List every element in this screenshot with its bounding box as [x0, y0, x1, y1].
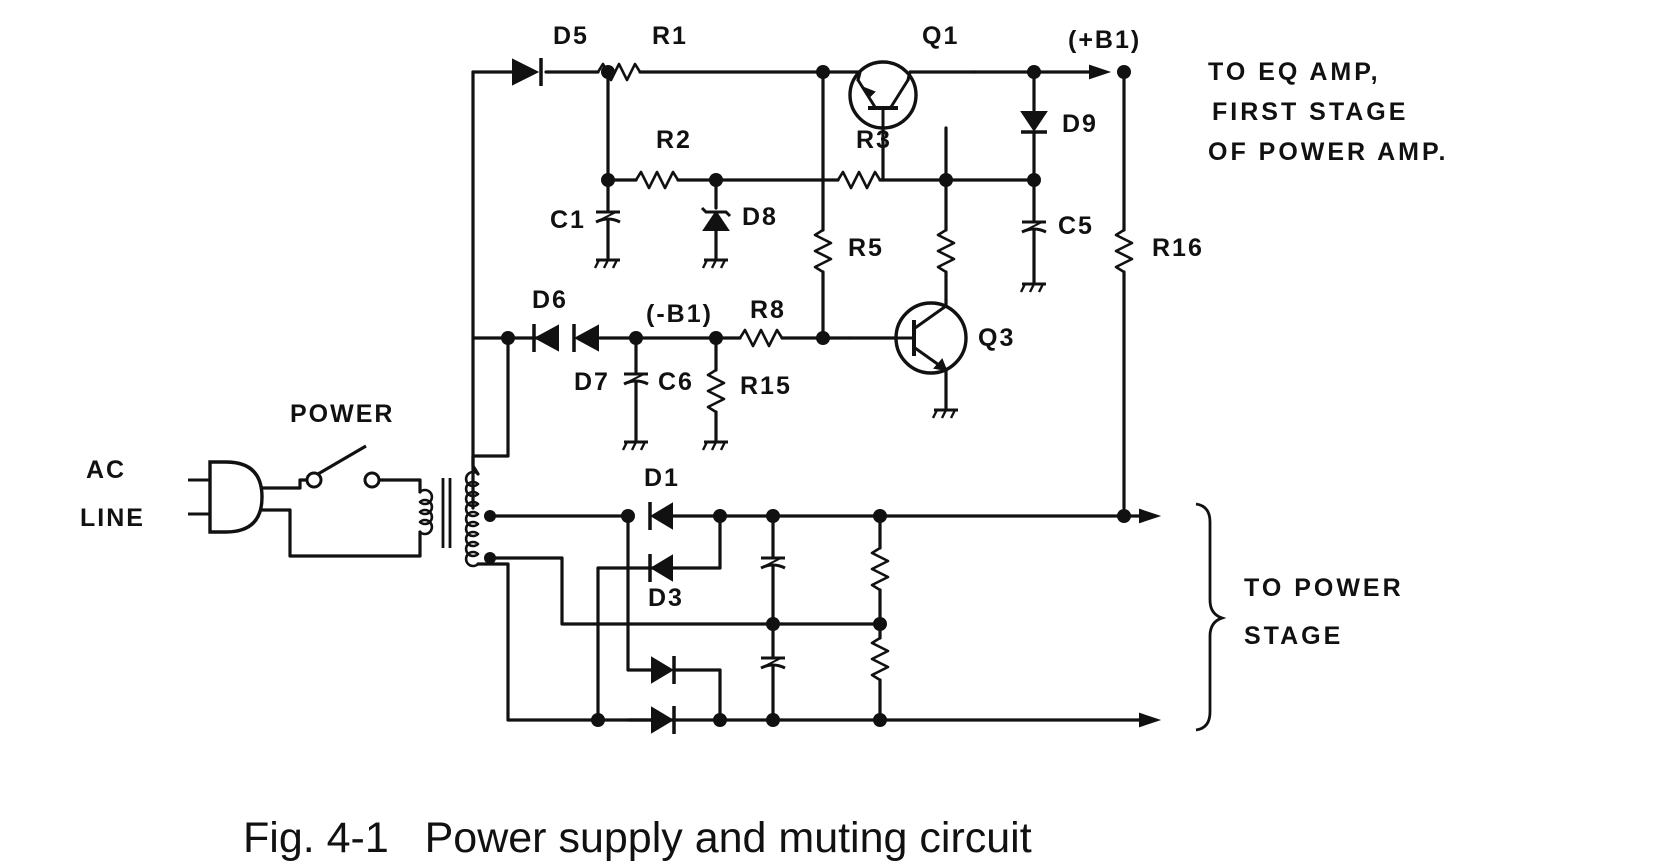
capacitor-c1	[593, 178, 622, 270]
r2-r3-wiring	[606, 70, 1036, 182]
transistor-q3	[894, 298, 968, 420]
diode-d7	[572, 324, 599, 352]
junction-dots	[484, 65, 1131, 727]
label-c6: C6	[658, 368, 694, 396]
label-r16: R16	[1152, 234, 1204, 262]
output-arrows-power-stage	[1139, 508, 1162, 728]
label-d3: D3	[648, 584, 684, 612]
label-d7: D7	[574, 368, 610, 396]
label-d1: D1	[644, 464, 680, 492]
power-transformer	[418, 336, 510, 568]
capacitor-c5	[1019, 178, 1048, 294]
power-switch	[260, 444, 422, 558]
output-arrow-eq-amp	[1089, 64, 1112, 80]
label-d9: D9	[1062, 110, 1098, 138]
note-first-stage: FIRST STAGE	[1212, 98, 1408, 126]
diode-d9	[1020, 70, 1048, 182]
label-plus-b1: (+B1)	[1068, 26, 1141, 54]
filter-capacitors	[760, 514, 786, 722]
label-q1: Q1	[922, 22, 959, 50]
note-of-power-amp: OF POWER AMP.	[1208, 138, 1448, 166]
resistor-r3	[836, 170, 882, 190]
label-r2: R2	[656, 126, 692, 154]
note-stage: STAGE	[1244, 622, 1343, 650]
resistor-r15	[701, 336, 730, 452]
label-power: POWER	[290, 400, 394, 428]
resistor-r2	[634, 170, 680, 190]
resistor-q1-q3	[936, 178, 956, 302]
diode-d5	[512, 58, 543, 86]
destination-notes: TO EQ AMP, FIRST STAGE OF POWER AMP. TO …	[1208, 58, 1448, 650]
label-r15: R15	[740, 372, 792, 400]
figure-caption: Fig. 4-1 Power supply and muting circuit	[243, 814, 1032, 862]
label-c1: C1	[550, 206, 586, 234]
note-to-eq-amp: TO EQ AMP,	[1208, 58, 1381, 86]
label-q3: Q3	[978, 324, 1015, 352]
label-r8: R8	[750, 296, 786, 324]
ac-plug	[188, 460, 264, 534]
label-r5: R5	[848, 234, 884, 262]
diode-d6	[532, 324, 559, 352]
resistor-r8	[738, 328, 784, 348]
resistor-r5	[813, 70, 833, 340]
bridge-rectifier	[596, 502, 722, 734]
note-to-power: TO POWER	[1244, 574, 1404, 602]
power-stage-brace	[1195, 502, 1227, 732]
label-r1: R1	[652, 22, 688, 50]
label-d8: D8	[742, 203, 778, 231]
zener-diode-d8	[700, 178, 732, 270]
label-line: LINE	[80, 504, 145, 532]
label-d5: D5	[553, 22, 589, 50]
label-c5: C5	[1058, 212, 1094, 240]
resistor-r1	[596, 62, 642, 82]
secondary-wiring	[476, 514, 1142, 722]
resistor-r16	[1114, 70, 1134, 510]
label-r3: R3	[856, 126, 892, 154]
transistor-q1	[848, 60, 977, 130]
label-ac: AC	[86, 456, 126, 484]
capacitor-c6	[621, 336, 650, 452]
component-labels: D5 R1 Q1 (+B1) R2 R3 D9 C1 D8 R5 C5 R16 …	[80, 22, 1204, 612]
label-d6: D6	[532, 286, 568, 314]
label-minus-b1: (-B1)	[646, 300, 713, 328]
